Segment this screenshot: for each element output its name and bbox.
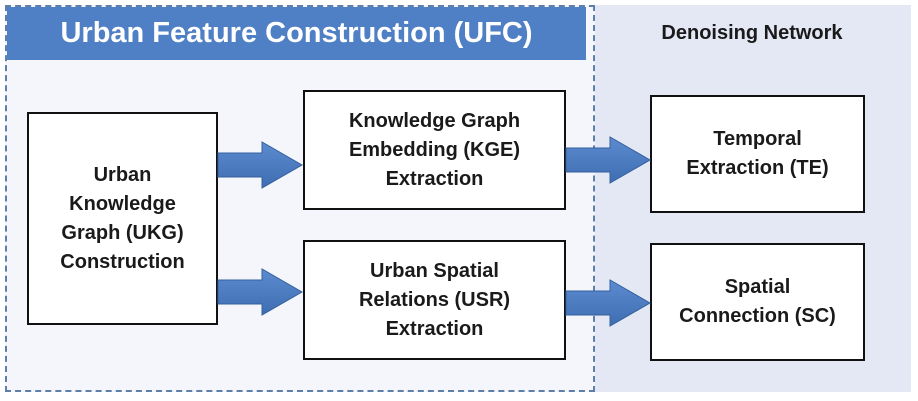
arrow-ukg-to-kge [217, 141, 304, 189]
ufc-title: Urban Feature Construction (UFC) [7, 7, 586, 60]
arrow-usr-to-sc [565, 279, 652, 327]
te-box: Temporal Extraction (TE) [650, 95, 865, 213]
usr-extraction-box: Urban Spatial Relations (USR) Extraction [303, 240, 566, 360]
arrow-ukg-to-usr [217, 268, 304, 316]
arrow-kge-to-te [565, 136, 652, 184]
kge-extraction-box: Knowledge Graph Embedding (KGE) Extracti… [303, 90, 566, 210]
ukg-construction-box: Urban Knowledge Graph (UKG) Construction [27, 112, 218, 325]
denoising-title: Denoising Network [661, 22, 843, 44]
sc-box: Spatial Connection (SC) [650, 243, 865, 361]
